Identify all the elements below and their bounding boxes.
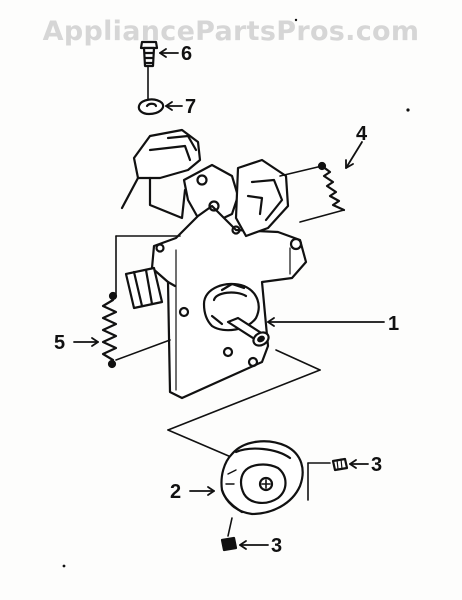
part-7-clip <box>137 98 165 116</box>
callout-1: 1 <box>388 313 399 335</box>
callout-5: 5 <box>54 332 65 354</box>
part-2-cam <box>220 440 304 516</box>
callout-7: 7 <box>185 96 196 118</box>
part-3-set-screw-lower <box>220 517 238 552</box>
part-3-set-screw-upper <box>331 457 349 472</box>
part-6-screw <box>139 40 159 68</box>
watermark: AppliancePartsPros.com <box>42 16 420 47</box>
part-1-bracket-assembly <box>120 128 308 400</box>
part-4-spring <box>317 161 346 212</box>
part-5-spring <box>101 291 118 369</box>
scan-specks <box>62 18 410 568</box>
callout-4: 4 <box>356 123 368 145</box>
callout-3-lower: 3 <box>271 535 282 557</box>
callout-2: 2 <box>170 481 181 503</box>
callout-3-upper: 3 <box>371 454 382 476</box>
leader-lines <box>73 48 385 550</box>
construction-lines <box>115 65 345 501</box>
callout-6: 6 <box>181 43 192 65</box>
